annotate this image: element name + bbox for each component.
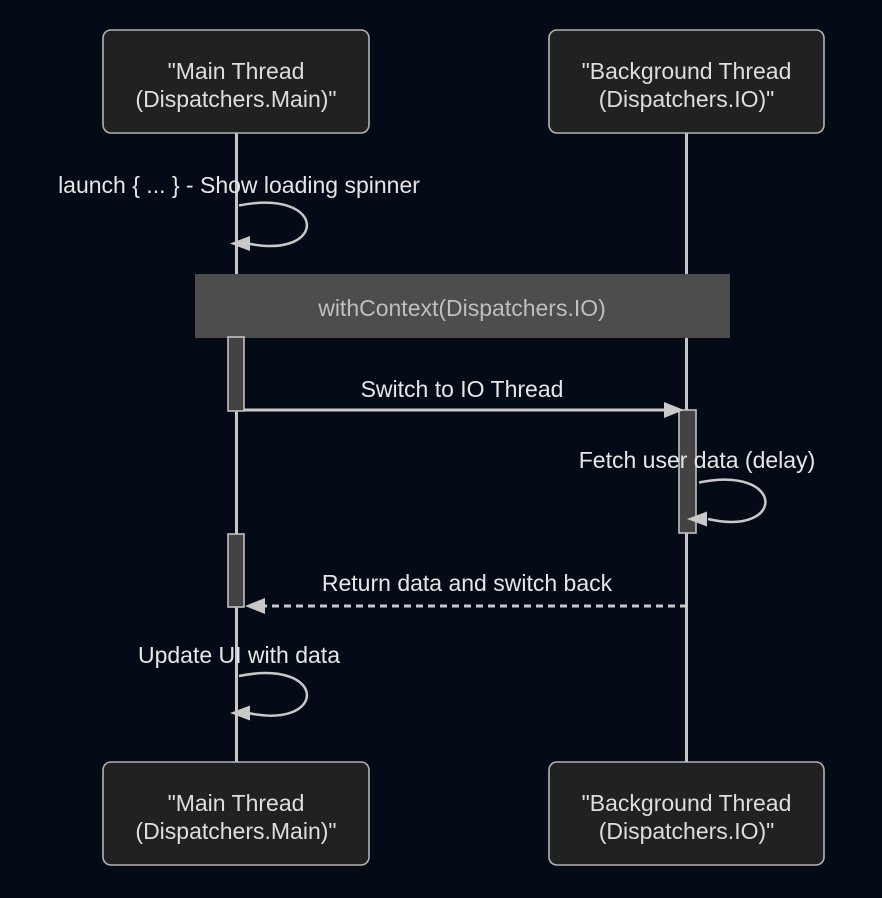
participant-background-bottom-label-line2: (Dispatchers.IO)" (599, 818, 775, 844)
activation-bar-background (678, 409, 697, 534)
message-arrowhead-return-data (245, 598, 265, 614)
participant-background-top-box (548, 29, 825, 134)
self-loop-update-arrowhead (230, 705, 250, 721)
message-label-return-data: Return data and switch back (322, 570, 613, 596)
message-label-switch-to-io: Switch to IO Thread (361, 376, 564, 402)
message-arrowhead-switch-to-io (664, 402, 684, 418)
self-loop-launch-arrowhead (230, 236, 250, 251)
self-loop-fetch-arrowhead (687, 511, 707, 527)
with-context-label: withContext(Dispatchers.IO) (317, 295, 606, 321)
participant-background-top-label-line1: "Background Thread (582, 58, 792, 84)
participant-main-top-box (102, 29, 370, 134)
activation-bar-main-2 (227, 533, 245, 608)
with-context-block (195, 274, 730, 338)
participant-background-bottom-box (548, 761, 825, 866)
self-loop-update-ui (238, 671, 309, 717)
participant-background-bottom-label-line1: "Background Thread (582, 790, 792, 816)
participant-main-bottom-box (102, 761, 370, 866)
participant-main-bottom-label-line2: (Dispatchers.Main)" (135, 818, 336, 844)
self-loop-fetch-user-data (698, 478, 767, 524)
message-label-launch: launch { ... } - Show loading spinner (58, 172, 420, 198)
participant-main-top-label-line2: (Dispatchers.Main)" (135, 86, 336, 112)
message-label-update-ui: Update UI with data (138, 642, 340, 668)
activation-bar-main-1 (227, 336, 245, 412)
participant-background-thread-bottom: "Background Thread (Dispatchers.IO)" (548, 761, 825, 866)
participant-main-thread-top: "Main Thread (Dispatchers.Main)" (102, 29, 370, 134)
participant-main-top-label-line1: "Main Thread (168, 58, 305, 84)
participant-background-top-label-line2: (Dispatchers.IO)" (599, 86, 775, 112)
participant-main-thread-bottom: "Main Thread (Dispatchers.Main)" (102, 761, 370, 866)
self-loop-launch (238, 201, 309, 248)
message-label-fetch-user-data: Fetch user data (delay) (579, 447, 816, 473)
participant-background-thread-top: "Background Thread (Dispatchers.IO)" (548, 29, 825, 134)
participant-main-bottom-label-line1: "Main Thread (168, 790, 305, 816)
